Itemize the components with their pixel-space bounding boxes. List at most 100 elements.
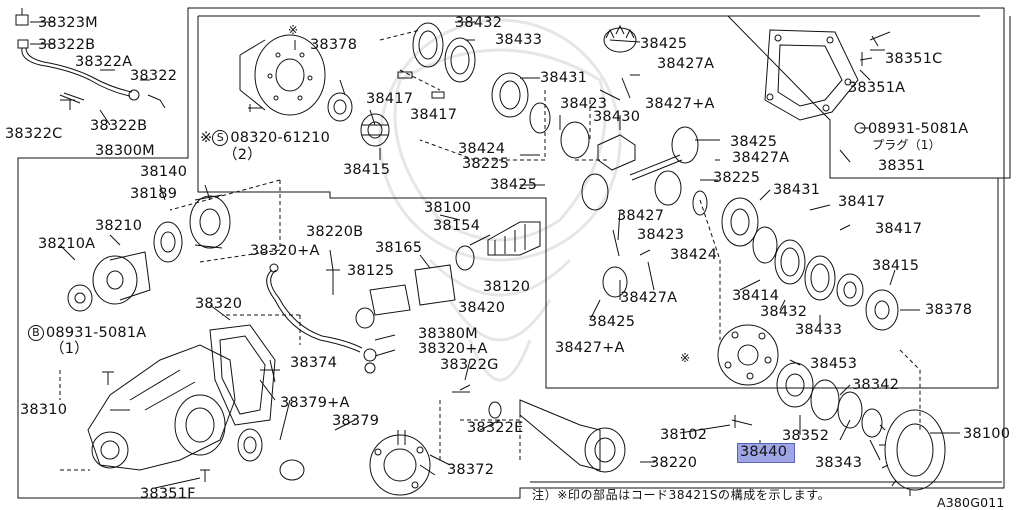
- gear-38425-low: [581, 173, 609, 211]
- part-label-38414[interactable]: 38414: [732, 288, 780, 304]
- part-label-38427pA[interactable]: 38427+A: [645, 96, 715, 112]
- part-label-38322B-lower[interactable]: 38322B: [90, 118, 148, 134]
- part-label-38415[interactable]: 38415: [343, 162, 391, 178]
- part-label-38100-low[interactable]: 38100: [963, 426, 1011, 442]
- part-label-38425-mid[interactable]: 38425: [730, 134, 778, 150]
- bearing-38415-mid: [836, 273, 864, 307]
- stud-38351A: [859, 52, 873, 66]
- flange-38210: [92, 251, 151, 305]
- part-label-38423-mid[interactable]: 38423: [637, 227, 685, 243]
- part-label-38220B[interactable]: 38220B: [306, 224, 364, 240]
- frame-main-assembly: [17, 7, 1005, 499]
- part-label-38425[interactable]: 38425: [640, 36, 688, 52]
- part-label-38415-mid[interactable]: 38415: [872, 258, 920, 274]
- part-label-38154[interactable]: 38154: [433, 218, 481, 234]
- part-label-38424-mid[interactable]: 38424: [670, 247, 718, 263]
- part-label-38432[interactable]: 38432: [455, 15, 503, 31]
- part-label-38210A[interactable]: 38210A: [38, 236, 96, 252]
- washer-38342: [861, 408, 883, 438]
- part-label-38425-bot[interactable]: 38425: [588, 314, 636, 330]
- part-label-38323M[interactable]: 38323M: [38, 15, 98, 31]
- part-label-38417[interactable]: 38417: [366, 91, 414, 107]
- screw-08320: [248, 104, 262, 112]
- part-label-38425-low[interactable]: 38425: [490, 177, 538, 193]
- part-label-38372[interactable]: 38372: [447, 462, 495, 478]
- part-label-38322[interactable]: 38322: [130, 68, 178, 84]
- part-label-38320[interactable]: 38320: [195, 296, 243, 312]
- part-label-38210[interactable]: 38210: [95, 218, 143, 234]
- part-label-38440[interactable]: 38440: [740, 444, 788, 460]
- part-label-38379[interactable]: 38379: [332, 413, 380, 429]
- part-label-38379pA[interactable]: 38379+A: [280, 395, 350, 411]
- washer-38125: [355, 307, 375, 329]
- part-label-38351F[interactable]: 38351F: [140, 486, 196, 502]
- part-label-38427pA-low[interactable]: 38427+A: [555, 340, 625, 356]
- part-label-38427[interactable]: 38427: [617, 208, 665, 224]
- part-label-38300M[interactable]: 38300M: [95, 143, 155, 159]
- part-label-38427A-mid[interactable]: 38427A: [732, 150, 790, 166]
- o-ring-38379: [279, 459, 305, 481]
- part-label-38165[interactable]: 38165: [375, 240, 423, 256]
- part-label-38320pA[interactable]: 38320+A: [250, 243, 320, 259]
- part-label-08931-5081A[interactable]: 08931-5081A: [868, 121, 969, 137]
- part-label-38140[interactable]: 38140: [140, 164, 188, 180]
- part-label-38102[interactable]: 38102: [660, 427, 708, 443]
- part-label-38100[interactable]: 38100: [424, 200, 472, 216]
- shims-38432-38433-top: [412, 22, 476, 83]
- pin-38427A-mid: [629, 154, 683, 181]
- part-label-38380M[interactable]: 38380M: [418, 326, 478, 342]
- part-label-38378[interactable]: 38378: [310, 37, 358, 53]
- part-label-38430[interactable]: 38430: [593, 109, 641, 125]
- part-label-38417-c[interactable]: 38417: [838, 194, 886, 210]
- part-label-38374[interactable]: 38374: [290, 355, 338, 371]
- part-label-38433-mid[interactable]: 38433: [795, 322, 843, 338]
- part-label-38125[interactable]: 38125: [347, 263, 395, 279]
- part-label-38431[interactable]: 38431: [540, 70, 588, 86]
- part-label-38427A[interactable]: 38427A: [657, 56, 715, 72]
- part-label-38423[interactable]: 38423: [560, 96, 608, 112]
- part-label-38417-b[interactable]: 38417: [410, 107, 458, 123]
- ring-38414: [752, 226, 778, 264]
- tube-38320pA: [266, 263, 363, 353]
- part-label-38225-mid[interactable]: 38225: [713, 170, 761, 186]
- part-label-38351A[interactable]: 38351A: [848, 80, 906, 96]
- part-label-38322B[interactable]: 38322B: [38, 37, 96, 53]
- part-label-38322E[interactable]: 38322E: [467, 420, 524, 436]
- part-label-38431-mid[interactable]: 38431: [773, 182, 821, 198]
- part-label-38220[interactable]: 38220: [650, 455, 698, 471]
- part-label-38351C[interactable]: 38351C: [885, 51, 943, 67]
- part-label-38342[interactable]: 38342: [852, 377, 900, 393]
- part-label-38432-mid[interactable]: 38432: [760, 304, 808, 320]
- asterisk-mark-2: ※: [680, 351, 691, 365]
- part-label-38433[interactable]: 38433: [495, 32, 543, 48]
- part-label-38320pA-low[interactable]: 38320+A: [418, 341, 488, 357]
- part-label-38225[interactable]: 38225: [462, 156, 510, 172]
- part-label-38417-d[interactable]: 38417: [875, 221, 923, 237]
- part-label-38351[interactable]: 38351: [878, 158, 926, 174]
- part-label-38343[interactable]: 38343: [815, 455, 863, 471]
- part-label-38189[interactable]: 38189: [130, 186, 178, 202]
- part-label-38352[interactable]: 38352: [782, 428, 830, 444]
- part-label-38453[interactable]: 38453: [810, 356, 858, 372]
- part-label-38378-mid[interactable]: 38378: [925, 302, 973, 318]
- part-label-38420[interactable]: 38420: [458, 300, 506, 316]
- part-label-38322G[interactable]: 38322G: [440, 357, 499, 373]
- part-label-38424[interactable]: 38424: [458, 141, 506, 157]
- washer-38424-mid: [692, 190, 708, 216]
- part-label-38120[interactable]: 38120: [483, 279, 531, 295]
- side-shaft-38220: [519, 399, 626, 473]
- ring-38380M: [363, 348, 377, 362]
- pin-38427-low: [612, 229, 655, 291]
- frame-carrier-box: [198, 15, 1011, 179]
- part-label-38322C[interactable]: 38322C: [5, 126, 63, 142]
- part-label-38427A-low[interactable]: 38427A: [620, 290, 678, 306]
- gear-38425-bot: [602, 266, 628, 298]
- flange-38140: [189, 194, 231, 249]
- part-label-38322A[interactable]: 38322A: [75, 54, 133, 70]
- part-label-38310[interactable]: 38310: [20, 402, 68, 418]
- block-38430: [597, 134, 636, 171]
- drive-pinion-38100-top: [487, 221, 541, 256]
